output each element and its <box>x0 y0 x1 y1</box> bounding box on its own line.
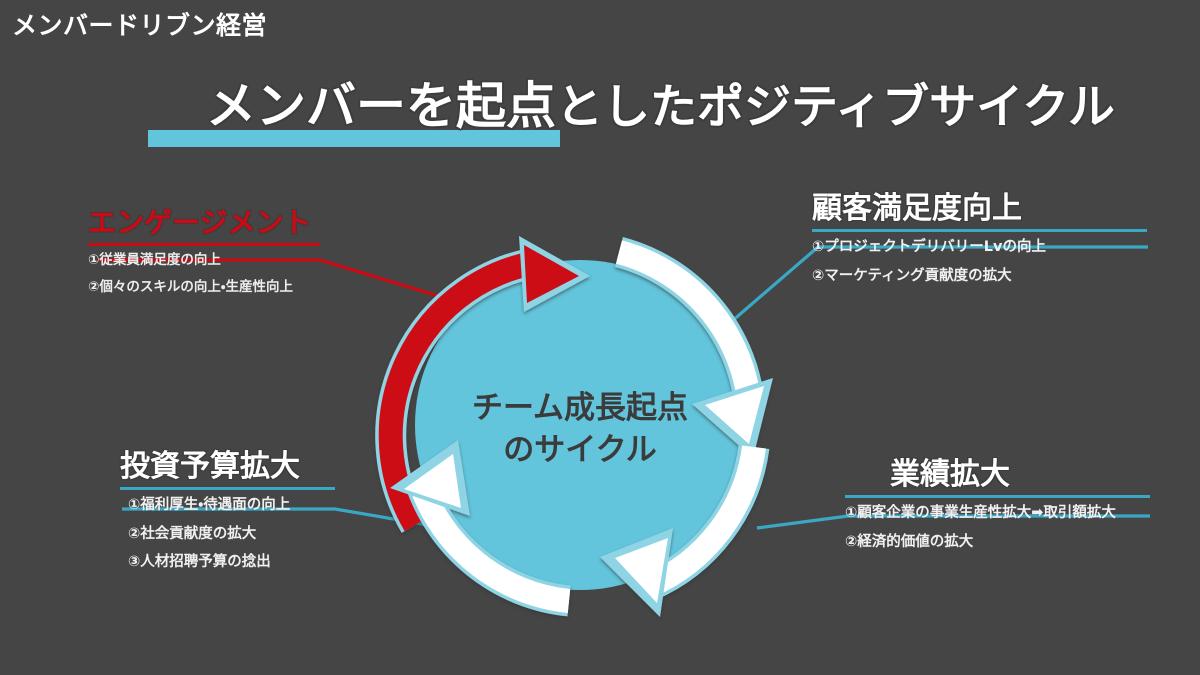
block-business: 業績拡大 ①顧客企業の事業生産性拡大➡取引額拡大 ②経済的価値の拡大 <box>845 458 1150 563</box>
block-satisfaction-bullet-1: ①プロジェクトデリバリーLvの向上 <box>812 239 1046 255</box>
block-engagement-rule <box>88 242 320 246</box>
block-business-rule <box>845 495 1150 498</box>
block-business-heading: 業績拡大 <box>890 457 1010 492</box>
arrow-business <box>600 444 770 617</box>
block-engagement: エンゲージメント ①従業員満足度の向上 ②個々のスキルの向上・生産性向上 <box>88 206 320 309</box>
block-business-bullet-2: ②経済的価値の拡大 <box>845 533 974 550</box>
arrow-engagement <box>375 236 590 533</box>
block-engagement-bullet-1: ①従業員満足度の向上 <box>88 251 221 268</box>
title-rest-part: としたポジティブサイクル <box>556 80 1115 135</box>
block-satisfaction-rule <box>812 229 1147 232</box>
connector-satisfaction <box>729 245 1148 324</box>
block-investment-bullet-2: ②社会貢献度の拡大 <box>128 525 257 542</box>
cycle-core-circle <box>415 260 745 590</box>
block-engagement-heading: エンゲージメント <box>88 206 312 239</box>
cycle-arrows <box>375 236 773 617</box>
block-investment: 投資予算拡大 ①福利厚生・待遇面の向上 ②社会貢献度の拡大 ③人材招聘予算の捻出 <box>120 450 335 584</box>
title-highlight-bar <box>148 130 560 147</box>
arrow-satisfaction <box>614 237 773 458</box>
connector-business <box>756 514 1150 530</box>
block-satisfaction: 顧客満足度向上 ①プロジェクトデリバリーLvの向上 ②マーケティング貢献度の拡大 <box>812 192 1147 297</box>
block-investment-bullet-1: ①福利厚生・待遇面の向上 <box>128 497 291 513</box>
block-satisfaction-heading: 顧客満足度向上 <box>812 191 1022 226</box>
block-investment-rule <box>120 487 335 490</box>
block-engagement-bullet-2: ②個々のスキルの向上・生産性向上 <box>88 279 294 296</box>
slide-kicker: メンバードリブン経営 <box>12 11 268 40</box>
block-satisfaction-bullet-2: ②マーケティング貢献度の拡大 <box>812 267 1012 284</box>
title-highlighted-part: メンバーを起点 <box>206 77 556 135</box>
block-business-bullet-1: ①顧客企業の事業生産性拡大➡取引額拡大 <box>845 505 1116 521</box>
block-investment-bullet-3: ③人材招聘予算の捻出 <box>128 554 271 570</box>
page-title: メンバーを起点としたポジティブサイクル <box>206 80 1115 133</box>
block-investment-heading: 投資予算拡大 <box>120 449 300 484</box>
connector-engagement <box>98 258 479 310</box>
arrow-investment <box>390 440 571 617</box>
